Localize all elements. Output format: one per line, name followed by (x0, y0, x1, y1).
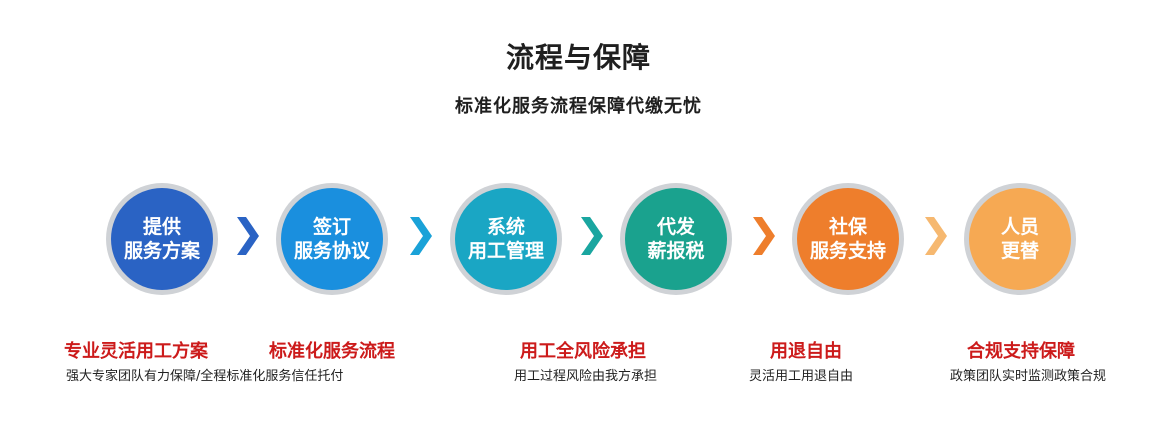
step-3-label-line1: 系统 (486, 216, 525, 238)
step-2-fill: 签订 服务协议 (281, 188, 383, 290)
feature-3-desc: 用工过程风险由我方承担 (514, 369, 658, 384)
step-5-fill: 社保 服务支持 (797, 188, 899, 290)
step-1-label-line1: 提供 (142, 216, 181, 238)
step-6-fill: 人员 更替 (969, 188, 1071, 290)
step-4-circle: 代发 薪报税 (620, 183, 732, 295)
step-4-fill: 代发 薪报税 (625, 188, 727, 290)
step-2-circle: 签订 服务协议 (276, 183, 388, 295)
feature-4-desc: 灵活用工用退自由 (749, 369, 854, 384)
step-6-label-line2: 更替 (1000, 240, 1039, 262)
page-title: 流程与保障 (505, 41, 651, 74)
step-1-fill: 提供 服务方案 (111, 188, 213, 290)
chevron-right-icon (925, 217, 947, 255)
step-5-label-line1: 社保 (828, 216, 867, 238)
chevron-right-icon (581, 217, 603, 255)
feature-1-desc: 强大专家团队有力保障/全程标准化服务信任托付 (66, 369, 344, 384)
feature-3-title: 用工全风险承担 (520, 341, 646, 362)
step-3-fill: 系统 用工管理 (455, 188, 557, 290)
chevron-right-icon (410, 217, 432, 255)
feature-5-desc: 政策团队实时监测政策合规 (950, 369, 1107, 384)
step-3-label-line2: 用工管理 (467, 240, 544, 262)
step-2-label-line1: 签订 (312, 216, 351, 238)
step-1-label-line2: 服务方案 (123, 240, 200, 262)
arrow-2-shape (410, 217, 432, 255)
step-6-circle: 人员 更替 (964, 183, 1076, 295)
step-4-label-line1: 代发 (656, 216, 695, 238)
step-2-label-line2: 服务协议 (293, 240, 370, 262)
feature-5-title: 合规支持保障 (967, 341, 1075, 362)
arrow-5-shape (925, 217, 947, 255)
step-1-circle: 提供 服务方案 (106, 183, 218, 295)
feature-1-title: 专业灵活用工方案 (64, 341, 208, 362)
feature-2-title: 标准化服务流程 (269, 341, 395, 362)
arrow-3-shape (581, 217, 603, 255)
feature-4-title: 用退自由 (770, 341, 842, 362)
chevron-right-icon (753, 217, 775, 255)
step-5-label-line2: 服务支持 (809, 240, 886, 262)
arrow-4-shape (753, 217, 775, 255)
arrow-1-shape (237, 217, 259, 255)
step-4-label-line2: 薪报税 (647, 240, 705, 262)
step-3-circle: 系统 用工管理 (450, 183, 562, 295)
step-6-label-line1: 人员 (1000, 216, 1039, 238)
chevron-right-icon (237, 217, 259, 255)
step-5-circle: 社保 服务支持 (792, 183, 904, 295)
page-subtitle: 标准化服务流程保障代缴无忧 (455, 96, 702, 117)
